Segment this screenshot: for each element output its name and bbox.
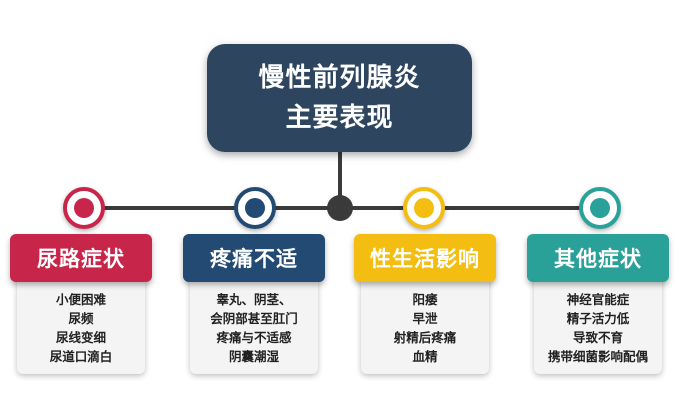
list-item: 尿线变细 xyxy=(55,330,106,345)
category-pain-header: 疼痛不适 xyxy=(183,234,325,282)
category-urinary-header: 尿路症状 xyxy=(10,234,152,282)
list-item: 会阴部甚至肛门 xyxy=(210,311,298,326)
main-title-line-1: 慢性前列腺炎 xyxy=(258,63,421,93)
category-pain: 疼痛不适 睾丸、阴茎、 会阴部甚至肛门 疼痛与不适感 阴囊潮湿 xyxy=(183,234,325,374)
hub-node xyxy=(327,195,353,221)
list-item: 精子活力低 xyxy=(566,311,630,326)
list-item: 睾丸、阴茎、 xyxy=(216,292,292,307)
list-item: 导致不育 xyxy=(572,330,623,345)
node-urinary xyxy=(63,187,105,229)
node-other xyxy=(579,187,621,229)
list-item: 神经官能症 xyxy=(566,292,630,307)
list-item: 血精 xyxy=(412,349,438,364)
category-other-header: 其他症状 xyxy=(527,234,669,282)
category-urinary-list: 小便困难 尿频 尿线变细 尿道口滴白 xyxy=(17,276,145,374)
main-title-line-2: 主要表现 xyxy=(285,103,394,133)
category-sexual: 性生活影响 阳痿 早泄 射精后疼痛 血精 xyxy=(354,234,496,374)
list-item: 携带细菌影响配偶 xyxy=(547,349,648,364)
category-sexual-header: 性生活影响 xyxy=(354,234,496,282)
category-other: 其他症状 神经官能症 精子活力低 导致不育 携带细菌影响配偶 xyxy=(527,234,669,374)
main-title-box: 慢性前列腺炎 主要表现 xyxy=(207,44,472,152)
category-sexual-list: 阳痿 早泄 射精后疼痛 血精 xyxy=(361,276,489,374)
list-item: 阴囊潮湿 xyxy=(228,349,279,364)
list-item: 早泄 xyxy=(412,311,438,326)
list-item: 疼痛与不适感 xyxy=(216,330,292,345)
category-other-list: 神经官能症 精子活力低 导致不育 携带细菌影响配偶 xyxy=(534,276,662,374)
node-pain xyxy=(234,187,276,229)
category-pain-list: 睾丸、阴茎、 会阴部甚至肛门 疼痛与不适感 阴囊潮湿 xyxy=(190,276,318,374)
vertical-connector xyxy=(338,150,342,208)
list-item: 小便困难 xyxy=(55,292,106,307)
list-item: 阳痿 xyxy=(412,292,438,307)
node-sexual xyxy=(403,187,445,229)
list-item: 尿道口滴白 xyxy=(49,349,113,364)
category-urinary: 尿路症状 小便困难 尿频 尿线变细 尿道口滴白 xyxy=(10,234,152,374)
list-item: 射精后疼痛 xyxy=(393,330,457,345)
list-item: 尿频 xyxy=(68,311,94,326)
